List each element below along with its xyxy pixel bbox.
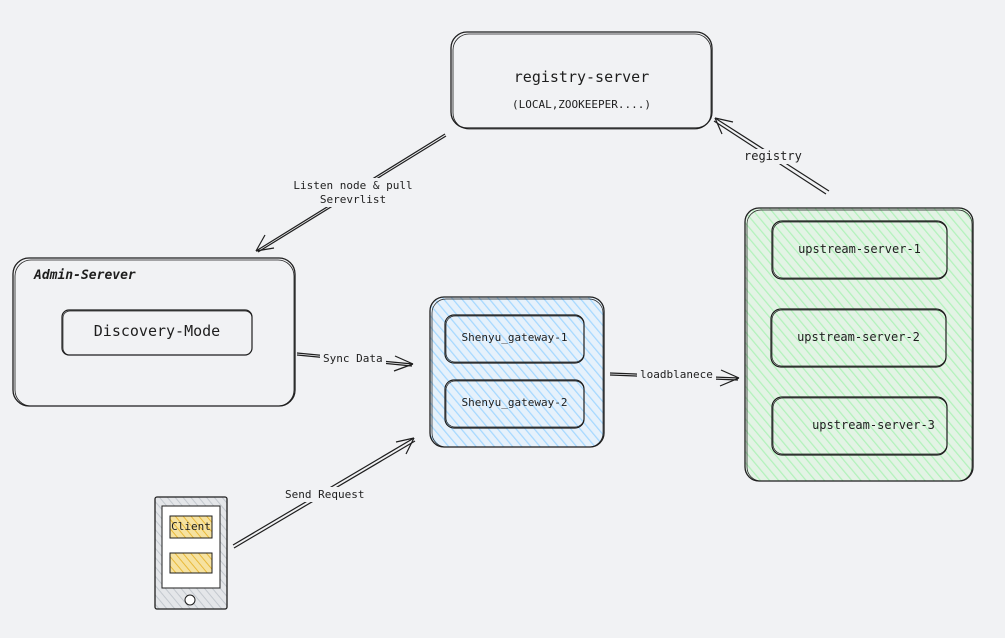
discovery-mode-box (61, 309, 253, 356)
gateway-cluster-box (429, 296, 605, 448)
edge-label-listen-line2: Serevrlist (290, 192, 416, 207)
client-phone-device (154, 496, 228, 610)
edge-label-loadbalance: loadblanece (637, 367, 716, 382)
upstream-cluster-box (744, 207, 974, 482)
edge-label-registry: registry (741, 149, 805, 164)
gateway-1-label: Shenyu_gateway-1 (461, 331, 568, 344)
client-label: Client (171, 520, 211, 533)
edge-label-sync: Sync Data (320, 351, 386, 366)
upstream-server-3-label: upstream-server-3 (812, 418, 935, 432)
upstream-server-1-label: upstream-server-1 (798, 242, 921, 256)
registry-server-box (450, 31, 713, 130)
registry-server-subtitle: (LOCAL,ZOOKEEPER....) (511, 98, 652, 111)
gateway-2-label: Shenyu_gateway-2 (461, 396, 568, 409)
discovery-mode-label: Discovery-Mode (93, 322, 221, 340)
edge-label-listen-line1: Listen node & pull (290, 178, 416, 193)
registry-server-title: registry-server (513, 68, 650, 86)
upstream-server-2-label: upstream-server-2 (797, 330, 920, 344)
admin-server-box (12, 257, 296, 407)
edge-label-send-request: Send Request (282, 487, 368, 502)
admin-server-title: Admin-Serever (34, 268, 136, 283)
